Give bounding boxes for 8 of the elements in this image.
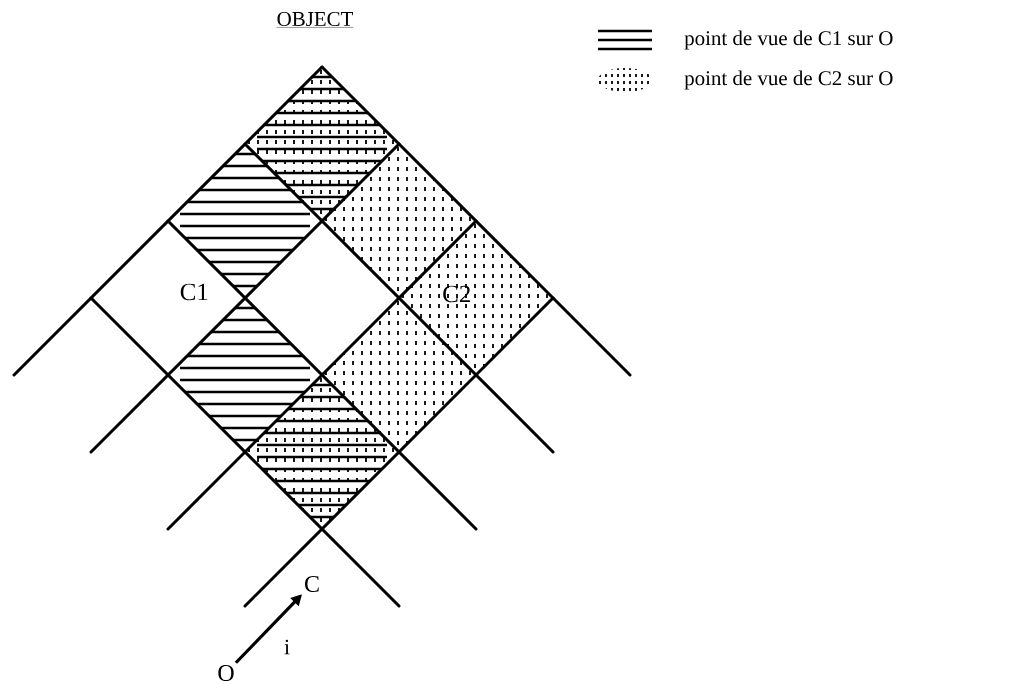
edge-label: i <box>284 639 290 655</box>
point-label: C2 <box>443 285 470 303</box>
point-label: C <box>305 575 319 593</box>
legend-text: point de vue de C2 sur O <box>684 70 893 90</box>
point-label: O <box>218 664 234 682</box>
point-label: C1 <box>180 283 208 301</box>
legend-text: point de vue de C1 sur O <box>684 30 893 50</box>
title: OBJECT <box>276 11 354 28</box>
